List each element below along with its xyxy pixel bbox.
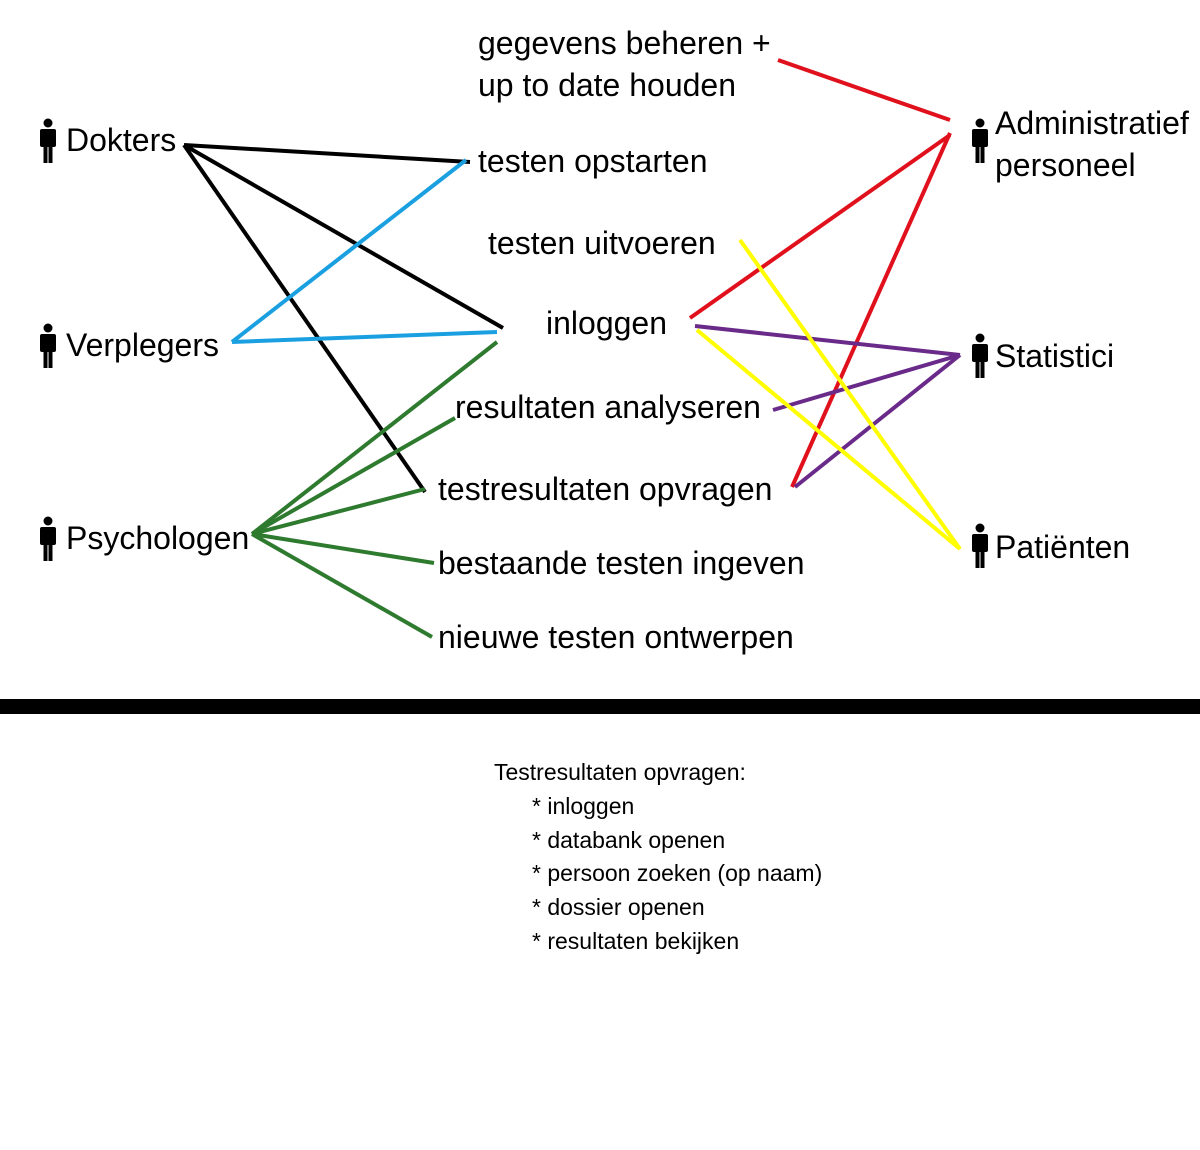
actor-psychologen-label: Psychologen	[66, 520, 249, 556]
connection-psychologen-analyseren	[251, 416, 456, 536]
task-inloggen: inloggen	[546, 305, 667, 341]
task-gegevens: gegevens beheren + up to date houden	[478, 25, 771, 103]
actor-verplegers-icon	[40, 323, 56, 368]
notes-title: Testresultaten opvragen:	[494, 759, 746, 785]
actor-administratief-label-2: personeel	[995, 147, 1136, 183]
notes-panel: Testresultaten opvragen: * inloggen * da…	[494, 756, 1094, 959]
task-ingeven: bestaande testen ingeven	[438, 545, 805, 581]
task-uitvoeren: testen uitvoeren	[488, 225, 716, 261]
actor-patienten-icon	[972, 523, 988, 568]
connection-administratief-gegevens	[777, 58, 951, 122]
connection-dokters-opvragen	[182, 143, 427, 494]
actor-psychologen: Psychologen	[40, 516, 249, 561]
notes-item: * inloggen	[532, 792, 635, 819]
actor-patienten: Patiënten	[972, 523, 1130, 568]
connection-dokters-opstarten	[183, 143, 471, 164]
task-opvragen: testresultaten opvragen	[438, 471, 772, 507]
connection-psychologen-inloggen	[250, 340, 499, 536]
actor-verplegers-label: Verplegers	[66, 327, 219, 363]
connection-administratief-inloggen	[688, 133, 952, 320]
task-gegevens-line-1: gegevens beheren +	[478, 25, 771, 61]
actor-statistici-label: Statistici	[995, 338, 1114, 374]
actor-dokters-icon	[40, 118, 56, 163]
actor-administratief-icon	[972, 118, 988, 163]
connection-statistici-analyseren	[772, 353, 961, 412]
actor-statistici-icon	[972, 333, 988, 378]
actor-administratief: Administratief personeel	[972, 105, 1189, 183]
connection-lines	[182, 58, 962, 639]
actor-psychologen-icon	[40, 516, 56, 561]
task-ontwerpen: nieuwe testen ontwerpen	[438, 619, 794, 655]
connection-patienten-inloggen	[695, 328, 962, 551]
connection-dokters-inloggen	[183, 143, 504, 330]
actor-statistici: Statistici	[972, 333, 1114, 378]
connection-verplegers-opstarten	[230, 158, 468, 344]
connection-psychologen-ingeven	[251, 532, 435, 565]
task-analyseren: resultaten analyseren	[455, 389, 761, 425]
actor-dokters-label: Dokters	[66, 122, 176, 158]
connection-patienten-uitvoeren	[738, 238, 962, 551]
actor-administratief-label-1: Administratief	[995, 105, 1189, 141]
connection-verplegers-inloggen	[231, 330, 498, 344]
section-divider	[0, 699, 1200, 714]
actor-dokters: Dokters	[40, 118, 176, 163]
connection-psychologen-opvragen	[251, 487, 426, 536]
task-opstarten: testen opstarten	[478, 143, 707, 179]
task-gegevens-line-2: up to date houden	[478, 67, 736, 103]
connection-statistici-inloggen	[694, 324, 961, 357]
notes-item: * resultaten bekijken	[532, 927, 740, 954]
connection-administratief-opvragen	[790, 132, 952, 488]
actor-patienten-label: Patiënten	[995, 529, 1130, 565]
notes-list: * inloggen * databank openen * persoon z…	[494, 790, 1094, 959]
connection-psychologen-ontwerpen	[251, 532, 433, 639]
notes-item: * dossier openen	[532, 894, 705, 921]
notes-item: * persoon zoeken (op naam)	[532, 860, 823, 887]
actor-verplegers: Verplegers	[40, 323, 219, 368]
connection-statistici-opvragen	[793, 353, 962, 489]
notes-item: * databank openen	[532, 826, 726, 853]
